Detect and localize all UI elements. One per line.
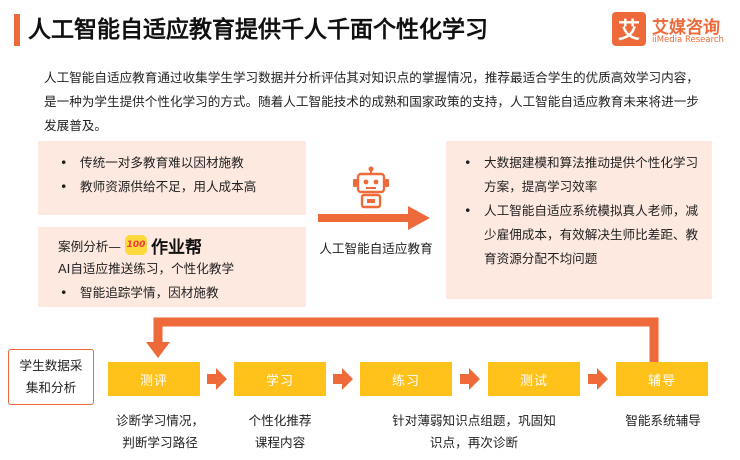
desc-line: 判断学习路径 [122, 435, 198, 450]
data-collection-line: 学生数据采 [19, 358, 83, 373]
page-title: 人工智能自适应教育提供千人千面个性化学习 [28, 17, 488, 43]
data-collection-line: 集和分析 [25, 380, 77, 395]
desc-line: 课程内容 [254, 435, 306, 450]
step-practice-desc: 针对薄弱知识点组题，巩固知 识点，再次诊断 [368, 410, 580, 454]
step-tutor-desc: 智能系统辅导 [610, 410, 716, 432]
step-arrow-icon [207, 368, 227, 390]
brand-logo: 艾 艾媒咨询 iiMedia Research [612, 12, 730, 50]
desc-line: 个性化推荐 [248, 413, 312, 428]
step-tutor: 辅导 [616, 362, 708, 396]
step-learn: 学习 [234, 362, 326, 396]
case-header: 案例分析— 100 作业帮 [58, 233, 202, 258]
step-assess: 测评 [108, 362, 200, 396]
step-practice: 练习 [360, 362, 452, 396]
center-label: 人工智能自适应教育 [319, 241, 433, 256]
center-arrow-icon [318, 206, 430, 230]
case-description: AI自适应推送练习，个性化教学 [58, 261, 235, 276]
problem-item: 传统一对多教育难以因材施教 [38, 151, 306, 175]
intro-paragraph: 人工智能自适应教育通过收集学生学习数据并分析评估其对知识点的掌握情况，推荐最适合… [44, 70, 699, 133]
solution-item: 大数据建模和算法推动提供个性化学习方案，提高学习效率 [446, 151, 712, 199]
problems-panel: 传统一对多教育难以因材施教 教师资源供给不足，用人成本高 [38, 141, 306, 215]
step-learn-desc: 个性化推荐 课程内容 [226, 410, 334, 454]
logo-name-cn: 艾媒咨询 [652, 18, 720, 38]
desc-line: 识点，再次诊断 [429, 435, 519, 450]
desc-line: 智能系统辅导 [625, 413, 701, 428]
case-brand: 作业帮 [150, 237, 202, 258]
logo-name-en: iiMedia Research [652, 35, 724, 45]
solution-item: 人工智能自适应系统模拟真人老师，减少雇佣成本，有效解决生师比差距、教育资源分配不… [446, 199, 712, 271]
case-label: 案例分析— [58, 238, 121, 254]
desc-line: 诊断学习情况， [115, 413, 205, 428]
case-bullet-wrap: 智能追踪学情，因材施教 [38, 281, 306, 305]
title-accent-bar [14, 14, 20, 46]
problem-item: 教师资源供给不足，用人成本高 [38, 175, 306, 199]
step-assess-desc: 诊断学习情况， 判断学习路径 [100, 410, 220, 454]
step-arrow-icon [333, 368, 353, 390]
step-arrow-icon [588, 368, 608, 390]
case-panel: 案例分析— 100 作业帮 AI自适应推送练习，个性化教学 智能追踪学情，因材施… [38, 227, 306, 307]
robot-icon [353, 166, 389, 209]
data-collection-box: 学生数据采 集和分析 [8, 349, 94, 405]
solutions-panel: 大数据建模和算法推动提供个性化学习方案，提高学习效率 人工智能自适应系统模拟真人… [446, 141, 712, 299]
desc-line: 针对薄弱知识点组题，巩固知 [392, 413, 556, 428]
logo-mark: 艾 [612, 12, 646, 46]
step-test: 测试 [488, 362, 580, 396]
step-arrow-icon [460, 368, 480, 390]
zuoyebang-app-icon: 100 [124, 235, 147, 255]
case-bullet: 智能追踪学情，因材施教 [38, 281, 306, 305]
